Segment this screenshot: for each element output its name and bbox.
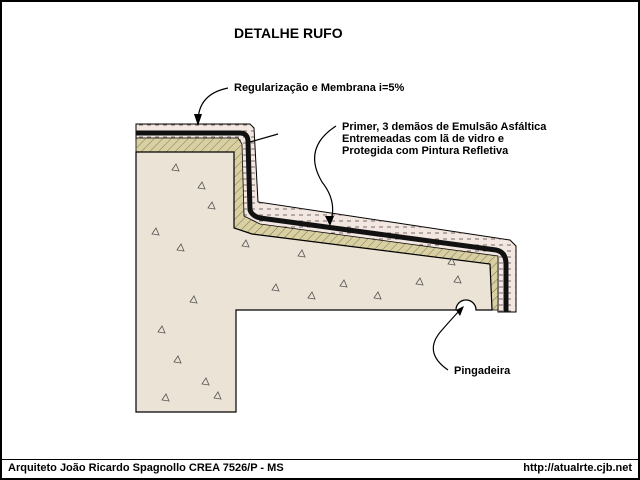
footer-bar: Arquiteto João Ricardo Spagnollo CREA 75… [2,459,638,478]
rufo-detail-drawing: DETALHE RUFO [135,25,547,413]
drip-label: Pingadeira [454,365,511,377]
concrete-slab [135,151,493,413]
primer-label-line2: Entremeadas com lã de vidro e [342,133,504,145]
author-credit: Arquiteto João Ricardo Spagnollo CREA 75… [8,462,284,474]
website-link[interactable]: http://atualrte.cjb.net [523,462,632,474]
aggregate-marks [151,163,462,402]
drip-arrow-icon [456,306,464,316]
asphalt-membrane [136,130,509,312]
membrane-arrow-icon [194,114,202,126]
drawing-title: DETALHE RUFO [234,25,343,41]
membrane-label: Regularização e Membrana i=5% [234,82,404,94]
primer-label-line3: Protegida com Pintura Refletiva [342,145,509,157]
primer-arrow-icon [325,216,334,226]
primer-label-line1: Primer, 3 demãos de Emulsão Asfáltica [342,121,547,133]
